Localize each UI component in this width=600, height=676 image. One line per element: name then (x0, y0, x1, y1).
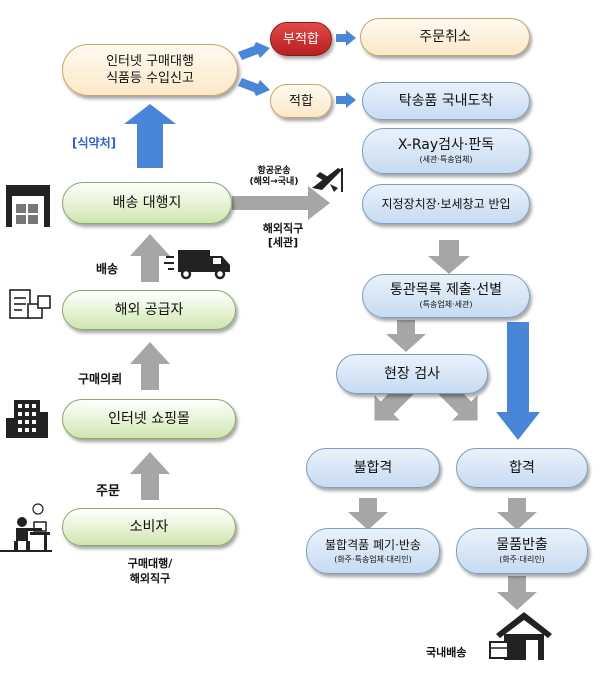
arrow-report-to-suitable (238, 78, 270, 96)
clearance-label: 통관목록 제출·선별 (390, 282, 502, 298)
bottom-note-line2: 해외직구 (129, 572, 171, 585)
import-report-line2: 식품등 수입신고 (106, 71, 194, 86)
bottom-note-line1: 구매대행/ (127, 557, 173, 570)
inspection-label: 현장 검사 (384, 365, 440, 382)
arrow-clearance-to-pass (496, 322, 540, 440)
release-label: 물품반출 (496, 537, 548, 553)
shipping-agent-label: 배송 대행지 (112, 194, 182, 211)
fail-label: 불합격 (353, 459, 393, 476)
delivery-truck-icon (164, 250, 230, 280)
air-transport-line2: (해외→국내) (249, 177, 299, 187)
suitable-label: 적합 (289, 93, 313, 109)
consumer-label: 소비자 (129, 518, 169, 535)
arrow-suitable-to-arrival (336, 92, 356, 108)
pass-label: 합격 (509, 459, 535, 476)
arrow-pass-to-release (497, 498, 537, 530)
fail-box: 불합격 (306, 448, 440, 488)
arrow-agent-to-customs (232, 186, 330, 220)
cancel-order-label: 주문취소 (419, 28, 471, 45)
disposal-sub-label: (화주·특송업체·대리인) (334, 555, 412, 564)
shipping-agent-box: 배송 대행지 (62, 182, 232, 224)
shopping-mall-label: 인터넷 쇼핑몰 (108, 410, 190, 427)
arrow-clearance-to-inspection (386, 320, 426, 352)
arrival-box: 탁송품 국내도착 (362, 82, 530, 120)
xray-box: X-Ray검사·판독 (세관·특송업체) (362, 128, 530, 174)
arrow-supplier-to-agent (130, 234, 170, 282)
purchase-request-label: 구매의뢰 (78, 372, 123, 386)
release-box: 물품반출 (화주·대리인) (456, 528, 588, 574)
bonded-label: 지정장치장·보세창고 반입 (381, 196, 511, 211)
customs-label: 해외직구 [세관] (248, 222, 318, 250)
supplier-clipboard-icon (9, 289, 51, 319)
arrow-bonded-to-clearance (428, 240, 470, 274)
arrow-unsuitable-to-cancel (336, 30, 356, 46)
pass-box: 합격 (456, 448, 588, 488)
inspection-box: 현장 검사 (336, 354, 488, 394)
building-icon (6, 400, 48, 438)
arrow-agent-to-import-report (124, 104, 176, 168)
unsuitable-box: 부적합 (270, 22, 332, 56)
disposal-box: 불합격품 폐기·반송 (화주·특송업체·대리인) (306, 528, 440, 574)
clearance-box: 통관목록 제출·선별 (특송업체·세관) (362, 274, 530, 318)
consumer-box: 소비자 (62, 508, 236, 546)
order-label: 주문 (96, 484, 120, 499)
kfda-label: [식약처] (72, 136, 117, 150)
domestic-delivery-label: 국내배송 (426, 646, 467, 659)
overseas-supplier-label: 해외 공급자 (114, 301, 184, 318)
cancel-order-box: 주문취소 (360, 18, 530, 56)
arrow-fail-to-disposal (348, 498, 388, 530)
house-delivery-icon (489, 612, 552, 660)
disposal-label: 불합격품 폐기·반송 (325, 538, 421, 552)
overseas-supplier-box: 해외 공급자 (62, 290, 236, 330)
air-transport-label: 항공운송 (해외→국내) (238, 166, 310, 188)
customs-line2: [세관] (267, 236, 299, 249)
release-sub-label: (화주·대리인) (499, 555, 545, 564)
customs-line1: 해외직구 (262, 222, 304, 235)
suitable-box: 적합 (270, 84, 332, 118)
xray-sub-label: (세관·특송업체) (419, 155, 473, 164)
bonded-box: 지정장치장·보세창고 반입 (362, 184, 530, 224)
arrow-report-to-unsuitable (238, 42, 270, 60)
arrival-label: 탁송품 국내도착 (398, 92, 494, 109)
airplane-icon (312, 168, 343, 192)
arrow-consumer-to-mall (130, 452, 170, 500)
arrow-mall-to-supplier (130, 342, 170, 390)
import-report-box: 인터넷 구매대행 식품등 수입신고 (62, 44, 238, 96)
arrow-release-to-domestic (497, 576, 537, 610)
import-report-line1: 인터넷 구매대행 (106, 54, 194, 69)
xray-label: X-Ray검사·판독 (397, 137, 495, 153)
unsuitable-label: 부적합 (283, 31, 319, 47)
bottom-note: 구매대행/ 해외직구 (112, 556, 188, 586)
air-transport-line1: 항공운송 (257, 166, 291, 176)
consumer-desk-icon (0, 503, 52, 552)
delivery-label: 배송 (96, 262, 119, 276)
clearance-sub-label: (특송업체·세관) (419, 300, 473, 309)
shopping-mall-box: 인터넷 쇼핑몰 (62, 399, 236, 439)
warehouse-icon (6, 185, 50, 227)
